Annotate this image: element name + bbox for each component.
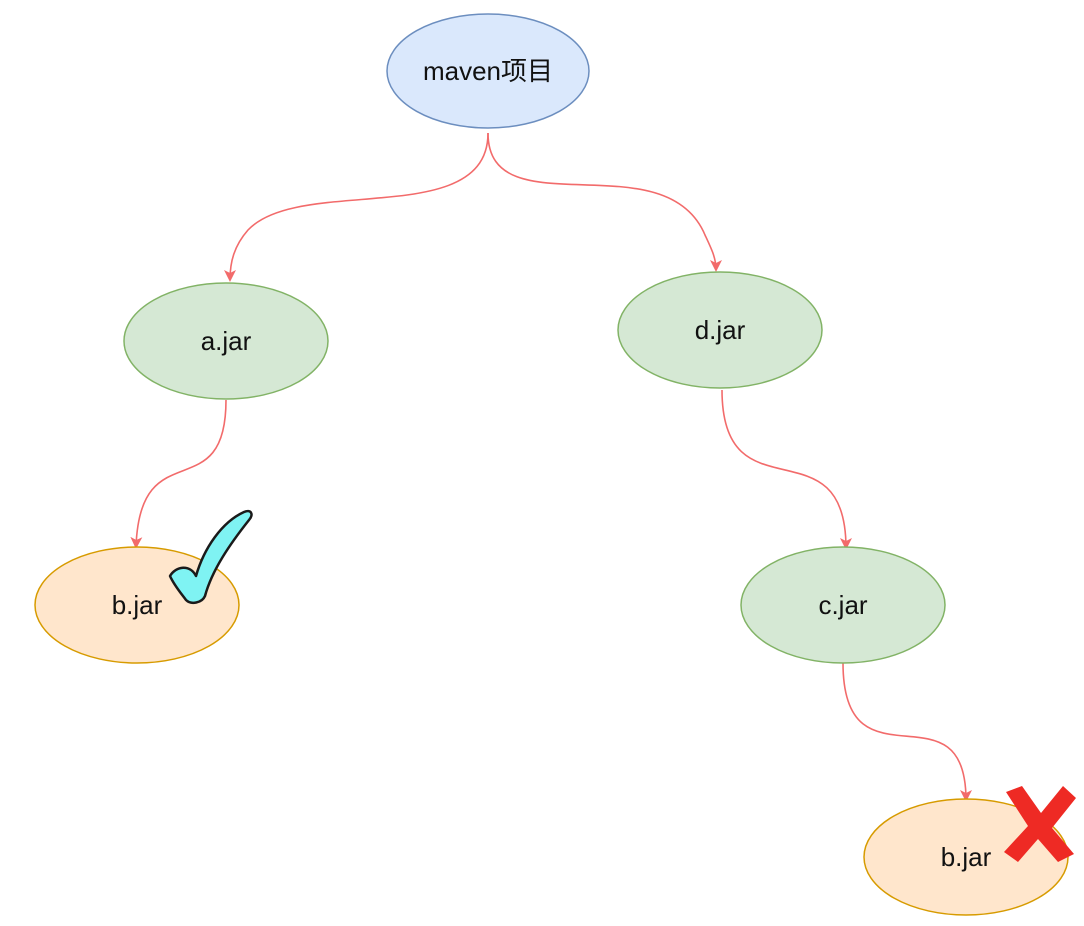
- node-label: b.jar: [941, 842, 992, 872]
- node-shape: [386, 13, 590, 129]
- node-b-jar-right: b.jar: [863, 798, 1069, 916]
- node-shape: [617, 271, 823, 389]
- node-shape: [740, 546, 946, 664]
- node-maven-project: maven项目: [386, 13, 590, 129]
- node-shape: [123, 282, 329, 400]
- node-c-jar: c.jar: [740, 546, 946, 664]
- edge-d-to-c: [721, 389, 852, 550]
- node-d-jar: d.jar: [617, 271, 823, 389]
- node-label: c.jar: [818, 590, 867, 620]
- node-label: a.jar: [201, 326, 252, 356]
- edge-a-to-b-left: [130, 399, 227, 549]
- node-label: b.jar: [112, 590, 163, 620]
- edge-c-to-b-right: [842, 662, 972, 802]
- cross-mark-icon: [1004, 786, 1076, 862]
- edge-root-to-a: [224, 132, 489, 282]
- check-mark-icon: [168, 509, 253, 605]
- node-label: maven项目: [423, 56, 553, 86]
- node-label: d.jar: [695, 315, 746, 345]
- edge-root-to-d: [487, 132, 722, 272]
- node-a-jar: a.jar: [123, 282, 329, 400]
